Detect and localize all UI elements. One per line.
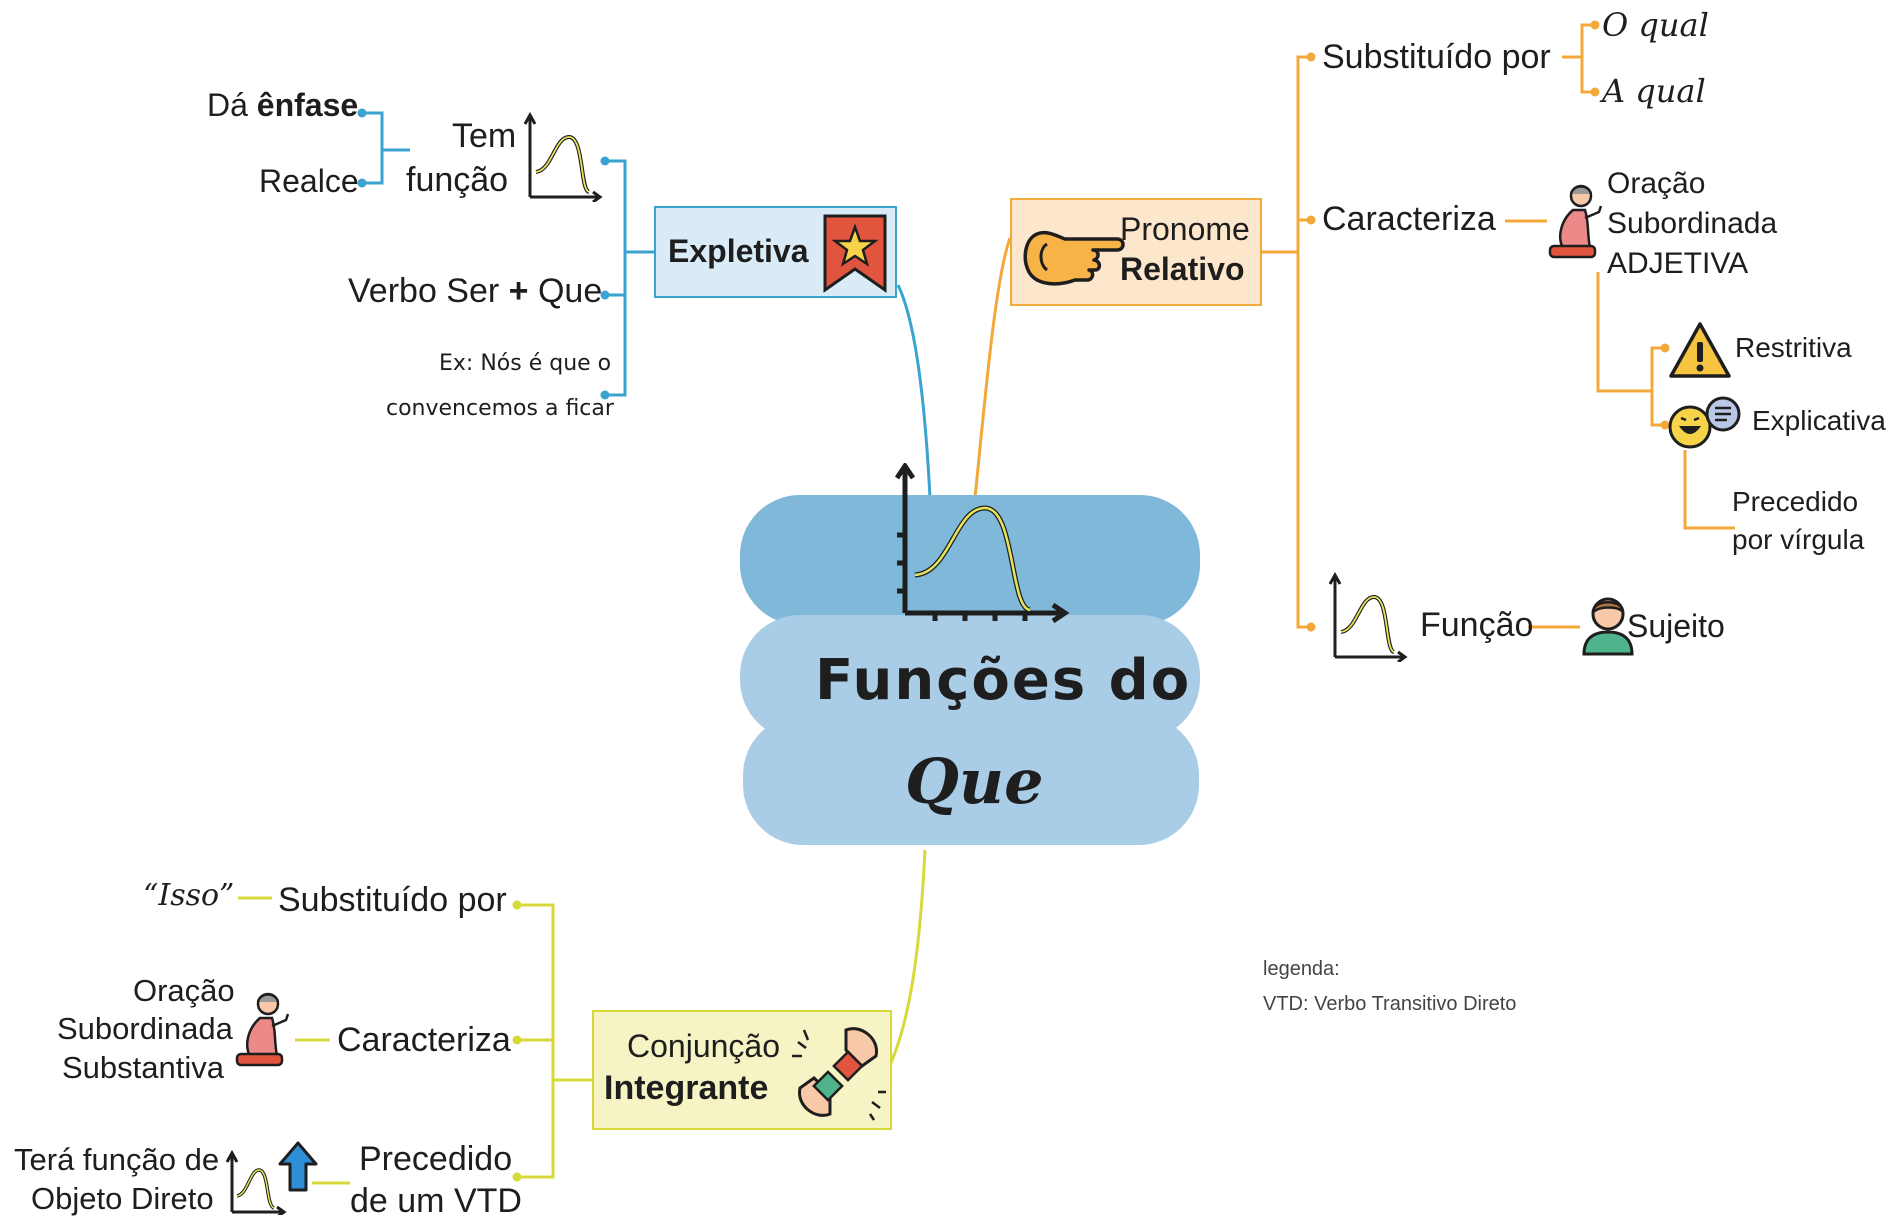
precedido-vtd-line1: Precedido: [359, 1140, 513, 1178]
realce-label: Realce: [259, 163, 359, 199]
ci-substituido-por-label: Substituído por: [278, 881, 507, 919]
warning-icon: [1669, 322, 1731, 378]
enfase-bold: ênfase: [256, 87, 359, 123]
expletiva-label: Expletiva: [668, 233, 809, 269]
tera-funcao-line2: Objeto Direto: [31, 1181, 214, 1216]
pr-funcao-label: Função: [1420, 606, 1534, 644]
conjuncao-integrante-node[interactable]: Conjunção Integrante: [592, 1010, 892, 1130]
kneeling-person-icon: [235, 992, 290, 1067]
ci-oracao-line3: Substantiva: [62, 1050, 224, 1085]
precedido-vtd-line2: de um VTD: [350, 1182, 522, 1220]
star-ribbon-icon: [823, 214, 887, 293]
pronome-relativo-node[interactable]: Pronome Relativo: [1010, 198, 1262, 306]
kneeling-person-icon: [1548, 184, 1603, 259]
sujeito-label: Sujeito: [1627, 608, 1725, 644]
pr-oracao-line3: ADJETIVA: [1607, 247, 1749, 280]
tem-label: Tem: [452, 117, 517, 155]
isso-label: “Isso”: [143, 878, 235, 913]
legend-title: legenda:: [1263, 958, 1340, 980]
central-cloud-shape: [740, 495, 1200, 845]
verbo-ser-que-label: Verbo Ser + Que: [348, 272, 603, 310]
person-icon: [1582, 597, 1634, 656]
precedido-virgula-line2: por vírgula: [1732, 524, 1865, 555]
pr-substituido-por-label: Substituído por: [1322, 38, 1551, 76]
plus-sign: +: [508, 272, 529, 310]
precedido-virgula-line1: Precedido: [1732, 486, 1859, 517]
expletiva-node[interactable]: Expletiva: [654, 206, 897, 298]
puzzle-handshake-icon: [792, 1027, 886, 1121]
relativo-label: Relativo: [1120, 251, 1245, 287]
legend-entry: VTD: Verbo Transitivo Direto: [1263, 993, 1517, 1015]
explicativa-label: Explicativa: [1752, 405, 1886, 436]
da-prefix: Dá: [207, 87, 257, 123]
da-enfase-label: Dá ênfase: [207, 87, 359, 123]
ci-oracao-line2: Subordinada: [57, 1011, 233, 1046]
center-title-line1: Funções do: [815, 648, 1192, 713]
ci-caracteriza-label: Caracteriza: [337, 1021, 511, 1059]
o-qual-label: O qual: [1602, 6, 1709, 44]
a-qual-label: A qual: [1602, 72, 1706, 110]
laughing-chat-icon: [1668, 396, 1741, 449]
tera-funcao-line1: Terá função de: [14, 1142, 220, 1177]
example-line1: Ex: Nós é que o: [439, 351, 612, 376]
funcao-label: função: [406, 161, 509, 199]
pointing-hand-icon: [1023, 230, 1125, 286]
pr-oracao-line1: Oração: [1607, 167, 1706, 200]
integrante-label: Integrante: [604, 1069, 769, 1107]
bell-curve-chart-icon: [1328, 572, 1408, 662]
chart-up-arrow-icon: [225, 1141, 318, 1215]
pronome-label: Pronome: [1120, 211, 1250, 247]
que-text: Que: [537, 272, 603, 310]
example-line2: convencemos a ficar: [386, 396, 614, 421]
verbo-ser-text: Verbo Ser: [348, 272, 500, 310]
pr-caracteriza-label: Caracteriza: [1322, 200, 1496, 238]
center-title-line2: Que: [905, 745, 1044, 818]
ci-oracao-line1: Oração: [133, 973, 235, 1008]
pr-oracao-line2: Subordinada: [1607, 207, 1778, 240]
conjuncao-label: Conjunção: [627, 1028, 780, 1064]
bell-curve-chart-icon: [523, 112, 603, 202]
restritiva-label: Restritiva: [1735, 332, 1852, 363]
bell-curve-chart-icon: [895, 463, 1070, 623]
